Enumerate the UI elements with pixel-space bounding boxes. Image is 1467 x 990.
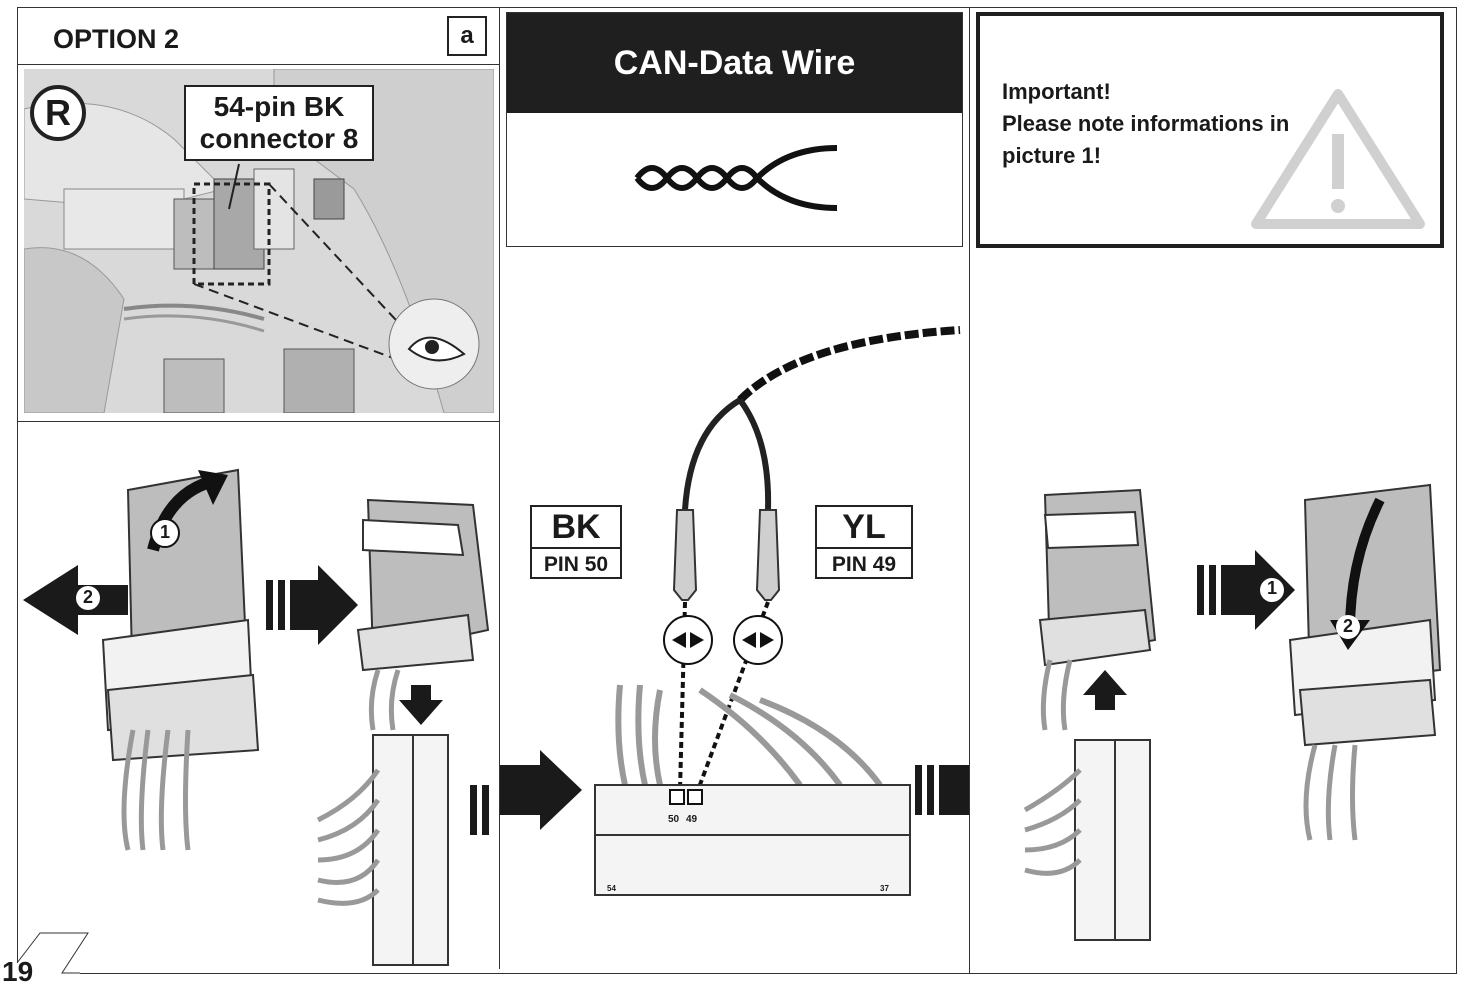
- left-step-illustration: [23, 468, 490, 966]
- divider-2: [969, 7, 970, 974]
- wire-label-yl-pin: PIN 49: [831, 553, 897, 576]
- connector-callout-line2: connector 8: [199, 123, 359, 154]
- left-panel-divider: [17, 421, 499, 422]
- wire-label-yl-color: YL: [817, 507, 911, 549]
- twisted-pair-icon: [634, 145, 838, 211]
- option-badge: a: [447, 16, 487, 56]
- note-line-3: picture 1!: [1002, 143, 1102, 168]
- important-note-box: Important! Please note informations in p…: [976, 12, 1444, 248]
- option-header: OPTION 2 a: [17, 7, 499, 65]
- connector-end-label-54: 54: [607, 884, 616, 893]
- side-marker: R: [30, 85, 86, 141]
- left-edge: [17, 7, 18, 962]
- note-line-1: Important!: [1002, 79, 1111, 104]
- right-step-illustration: [1023, 483, 1442, 941]
- connector-end-label-37: 37: [880, 884, 889, 893]
- side-marker-label: R: [45, 92, 71, 133]
- vehicle-photo: R 54-pin BK connector 8: [24, 69, 494, 413]
- left-step-2-number: 2: [82, 587, 93, 607]
- wire-label-bk-pin: PIN 50: [543, 553, 609, 576]
- divider-1: [499, 7, 500, 969]
- middle-wiring-illustration: [500, 326, 969, 896]
- wire-label-bk: BK PIN 50: [530, 505, 622, 579]
- right-step-1-number: 1: [1266, 578, 1277, 598]
- can-wire-header: CAN-Data Wire: [507, 13, 962, 113]
- note-line-2: Please note informations in: [1002, 111, 1290, 136]
- connector-callout: 54-pin BK connector 8: [184, 85, 374, 161]
- warning-icon: [1251, 89, 1425, 229]
- right-step-2-number: 2: [1342, 616, 1353, 636]
- note-text: Important! Please note informations in p…: [1002, 76, 1289, 172]
- page-number: 19: [2, 956, 34, 987]
- wire-label-yl: YL PIN 49: [815, 505, 913, 579]
- option-title: OPTION 2: [53, 24, 180, 54]
- wire-label-bk-color: BK: [532, 507, 620, 549]
- page-corner: [16, 932, 89, 974]
- can-wire-box: CAN-Data Wire: [506, 12, 963, 247]
- left-step-1-number: 1: [159, 522, 170, 542]
- bottom-rule: [80, 973, 1457, 974]
- pin-label-49: 49: [686, 814, 698, 825]
- connector-callout-line1: 54-pin BK: [213, 91, 345, 122]
- photo-illustration: [24, 69, 494, 413]
- outer-frame: [17, 7, 1457, 974]
- pin-label-50: 50: [668, 814, 680, 825]
